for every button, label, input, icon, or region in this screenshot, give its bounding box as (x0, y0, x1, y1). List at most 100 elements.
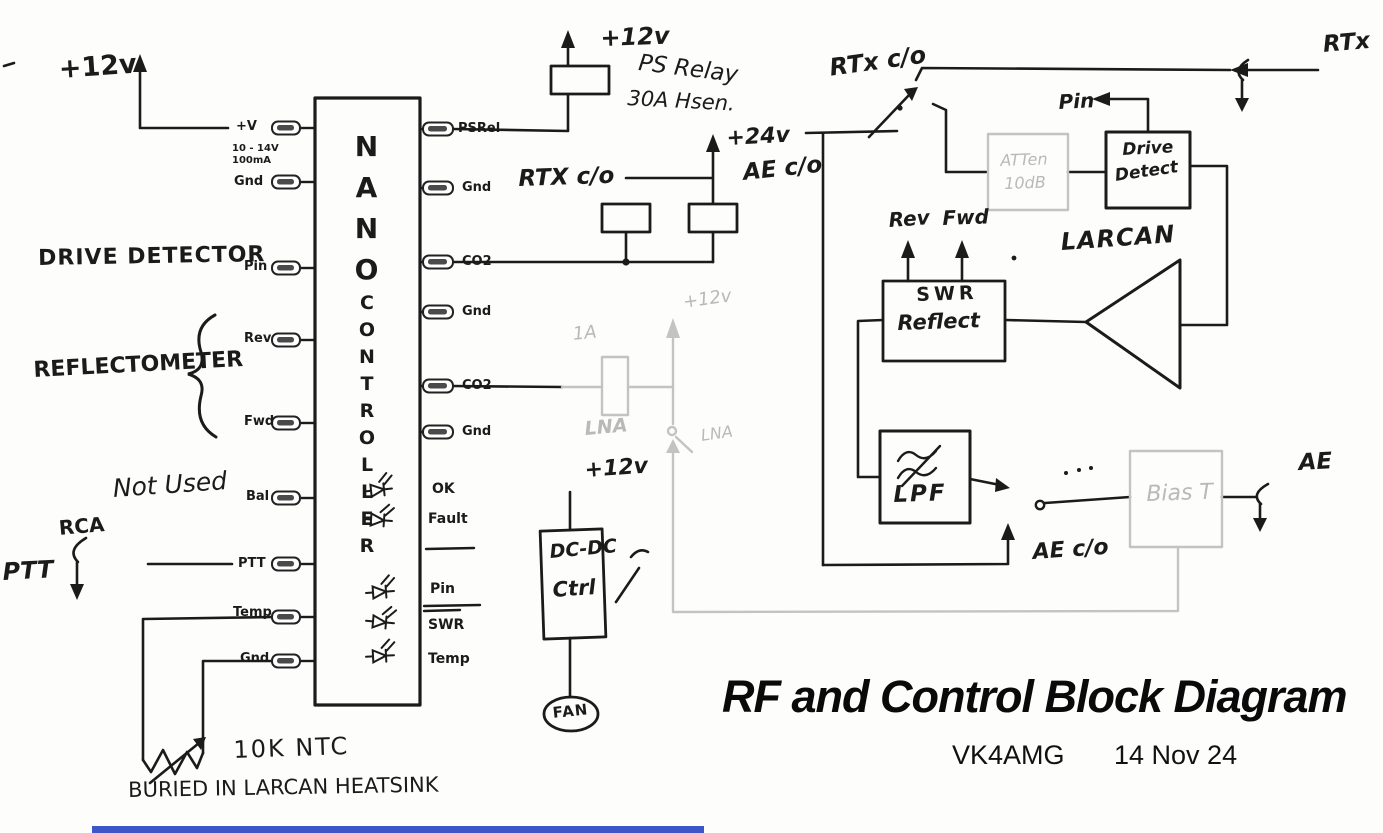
wire-rev-fwd (906, 252, 964, 283)
wire-amp-swr (1004, 318, 1088, 324)
wire-gnd-thermistor (201, 659, 274, 755)
label-ps-12v: +12v (599, 21, 671, 52)
component-boxes (313, 64, 1192, 733)
pin-connector (271, 415, 315, 431)
switch-dot (897, 105, 903, 111)
pin-connector (271, 490, 315, 506)
larcan-amp-triangle (1084, 258, 1182, 390)
legend-swr: SWR (428, 617, 465, 633)
pin-connector (271, 120, 315, 136)
pin-connector (420, 424, 454, 440)
legend-separators (422, 546, 482, 613)
label-drive-detector: DRIVE DETECTOR (37, 242, 266, 271)
arrow-pin-left (1092, 92, 1110, 106)
wire-left-rail (804, 129, 899, 567)
swr-reflect-box (881, 279, 1007, 363)
wire-swr-lpf (856, 318, 885, 479)
pin-connector (271, 174, 315, 190)
legend-ok: OK (432, 481, 455, 497)
pin-connector (271, 332, 315, 348)
arrow-lpf-out (995, 478, 1010, 492)
dot (1089, 466, 1093, 470)
label-reflect: Reflect (896, 308, 981, 335)
pin-label-bal: Bal (246, 489, 270, 504)
label-rtx-relay: RTX c/o (517, 162, 615, 192)
pin-label-pin: Pin (244, 259, 268, 274)
pin-connector (420, 254, 454, 270)
pin-label-gnd2: Gnd (240, 651, 270, 666)
pin-label-co2-1: CO2 (462, 254, 492, 269)
wire-co2-lna (451, 384, 564, 389)
pin-label-gnd-r1: Gnd (462, 180, 492, 195)
pin-connector (420, 304, 454, 320)
label-ptt-input: PTT (1, 555, 55, 586)
dot (1064, 471, 1068, 475)
faded-pencil-wires (560, 132, 1224, 614)
reflectometer-brace (187, 313, 218, 439)
pin-label-temp: Temp (233, 605, 272, 620)
arrow-rtx-gnd (1235, 98, 1249, 112)
ink-dot (1011, 255, 1017, 261)
date: 14 Nov 24 (1114, 740, 1238, 770)
drive-detect-box (1104, 130, 1192, 210)
ae-relay-coil (687, 202, 739, 234)
pin-label-co2-2: CO2 (462, 378, 492, 393)
label-supply-12v: +12v (57, 48, 138, 85)
label-att-line1: ATTen (999, 149, 1048, 170)
label-10k-ntc: 10K NTC (232, 731, 350, 764)
led-ok-icon (363, 472, 393, 499)
pin-label-plusv: +V (236, 119, 257, 134)
label-fan: FAN (551, 700, 590, 722)
label-rtx-port: RTx (1321, 27, 1372, 58)
label-dcdc-12v: +12v (583, 453, 649, 483)
bottom-blue-strip (92, 826, 704, 833)
thermistor-arrow (148, 741, 201, 785)
label-pin-signal: Pin (1057, 88, 1095, 114)
dcdc-ctrl-box (538, 527, 608, 641)
ps-relay-coil (549, 64, 611, 96)
label-fwd: Fwd (941, 204, 990, 230)
nano-box (313, 96, 422, 707)
supply-note-2: 100mA (232, 155, 272, 166)
label-rca: RCA (57, 512, 106, 540)
nano-name-vertical: NANO (350, 130, 383, 294)
attenuator-box (986, 132, 1070, 212)
rca-connector (72, 536, 88, 586)
arrow-rev (901, 240, 915, 258)
pin-connector (420, 180, 454, 196)
junction-dot (622, 258, 630, 266)
label-ae-co-switch: AE c/o (1031, 534, 1110, 565)
label-drive-detect-1: Drive (1121, 137, 1174, 160)
pin-connector (271, 653, 315, 669)
supply-note-1: 10 - 14V (232, 143, 279, 154)
fuse-1a (600, 355, 630, 417)
label-not-used: Not Used (111, 466, 228, 503)
arrow-lna-12v (666, 318, 680, 338)
rtx-switch-arm (867, 92, 912, 139)
callsign: VK4AMG (952, 740, 1065, 770)
arrow-24v (706, 134, 720, 152)
wire-switch-to-att (931, 102, 988, 174)
pin-label-ptt: PTT (238, 556, 266, 571)
dot (1077, 468, 1081, 472)
wire-pin-signal (1104, 97, 1150, 134)
arrow-ae-switch (1001, 523, 1015, 540)
label-rev: Rev (887, 205, 931, 232)
led-fault-icon (363, 503, 395, 528)
pin-label-rev: Rev (244, 331, 272, 346)
lpf-box (878, 429, 972, 525)
arrow-12v-up (133, 54, 147, 72)
label-heatsink-note: BURIED IN LARCAN HEATSINK (127, 772, 439, 802)
page-title: RF and Control Block Diagram (722, 671, 1348, 722)
arrowheads (70, 30, 1267, 750)
arrow-ae-gnd (1253, 518, 1267, 532)
label-swr: SWR (915, 281, 978, 306)
label-lna-switch: LNA (699, 421, 734, 445)
label-lpf: LPF (892, 480, 948, 508)
wire-lpf-out (968, 477, 1002, 487)
legend-fault: Fault (428, 511, 468, 527)
thermistor-zigzag (141, 748, 205, 776)
pin-label-gnd-r2: Gnd (462, 304, 492, 319)
